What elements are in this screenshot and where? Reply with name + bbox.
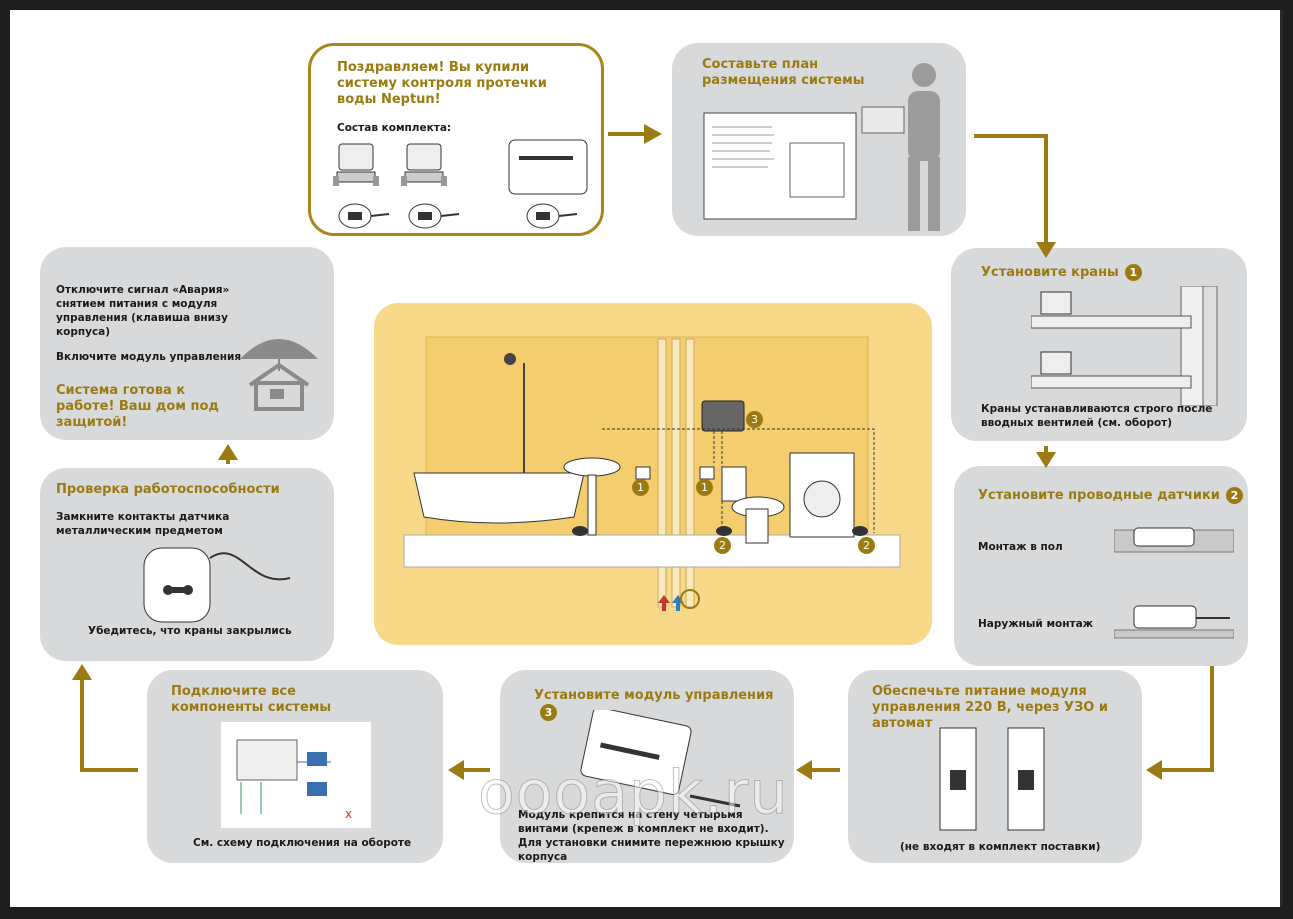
flow-arrows: [72, 124, 1214, 780]
arrow-down-icon: [974, 134, 1056, 258]
arrow-left-icon: [1146, 666, 1214, 780]
bathroom-scheme: 1 1 2 2 3: [374, 303, 932, 645]
bathroom-illustration: [403, 336, 901, 611]
step-connect-note: См. схему подключения на обороте: [193, 837, 412, 849]
house-umbrella-icon: [240, 339, 318, 411]
step-module-note: Модуль крепится на стену четырьмя винтам…: [518, 809, 785, 863]
step-sensors-label: Установите проводные датчики: [978, 488, 1220, 503]
step-congrats-title: Поздравляем! Вы купили систему контроля …: [337, 60, 547, 107]
step-number-badge: 1: [1124, 264, 1142, 281]
valve-icon: [333, 143, 379, 186]
center-label-valve-1: 1: [632, 479, 649, 496]
breaker-icon: [1007, 727, 1045, 831]
wiring-diagram-thumbnail: x: [221, 722, 371, 828]
sensor-icon: [852, 526, 868, 536]
step-power-note: (не входят в комплект поставки): [900, 841, 1101, 853]
plan-illustration: [703, 63, 940, 231]
step-power-title: Обеспечьте питание модуля управления 220…: [872, 684, 1108, 731]
step-ready: Отключите сигнал «Авария» снятием питани…: [40, 247, 334, 440]
floor-platform: [403, 534, 901, 568]
washing-machine-icon: [789, 452, 855, 538]
step-sensors: Установите проводные датчики 2 Монтаж в п…: [954, 466, 1248, 666]
step-ready-text1: Отключите сигнал «Авария» снятием питани…: [56, 284, 230, 338]
sensor-icon: [716, 526, 732, 536]
valve-icon: [401, 143, 447, 186]
bathtub-icon: [413, 472, 585, 524]
sensor-mount-illustration: [1114, 527, 1234, 639]
center-label-sensor-2: 2: [858, 537, 875, 554]
arrow-right-icon: [608, 124, 662, 144]
step-connect: Подключите все компоненты системы x См. …: [147, 670, 443, 863]
surface-mount-label: Наружный монтаж: [978, 618, 1094, 630]
step-check-text: Замкните контакты датчика металлическим …: [56, 511, 230, 537]
center-label-valve-2: 1: [696, 479, 713, 496]
step-valves-note: Краны устанавливаются строго после вводн…: [981, 403, 1213, 429]
step-power: Обеспечьте питание модуля управления 220…: [848, 670, 1142, 863]
sensor-icon: [408, 203, 460, 229]
step-number-badge: 2: [1225, 487, 1243, 504]
arrow-up-icon: [218, 444, 238, 464]
step-plan: Составьте план размещения системы: [672, 43, 966, 236]
step-congrats: Поздравляем! Вы купили систему контроля …: [308, 43, 604, 236]
step-module: Установите модуль управления3 Модуль кре…: [500, 670, 794, 863]
step-check-note: Убедитесь, что краны закрылись: [88, 625, 292, 637]
sensor-icon: [338, 203, 390, 229]
sensor-test-illustration: [143, 547, 291, 623]
center-label-module: 3: [746, 411, 763, 428]
shower-icon: [504, 353, 525, 479]
arrow-up-icon: [72, 664, 138, 772]
step-module-label: Установите модуль управления: [534, 688, 774, 703]
toilet-icon: [721, 466, 785, 544]
module-illustration: [580, 710, 741, 808]
valve-icon: [1031, 291, 1192, 329]
valve-icon: [1031, 351, 1192, 389]
kit-label: Состав комплекта:: [337, 122, 452, 134]
drain-arrow-icon: [680, 589, 700, 609]
control-module-icon: [701, 400, 745, 432]
floor-mount-label: Монтаж в пол: [978, 541, 1063, 553]
instruction-sheet: Поздравляем! Вы купили систему контроля …: [10, 10, 1283, 907]
step-connect-title: Подключите все компоненты системы: [171, 684, 332, 715]
step-sensors-title: Установите проводные датчики 2: [978, 487, 1243, 504]
person-icon: [861, 63, 940, 231]
watermark: oooapk.ru: [478, 758, 789, 829]
arrow-left-icon: [448, 760, 490, 780]
step-check: Проверка работоспособности Замкните конт…: [40, 468, 334, 661]
step-ready-text2: Включите модуль управления: [56, 351, 242, 363]
step-plan-title: Составьте план размещения системы: [702, 57, 865, 88]
arrow-left-icon: [796, 760, 840, 780]
kit-illustration: [333, 139, 588, 229]
arrow-down-icon: [1036, 446, 1056, 468]
center-label-sensor-1: 2: [714, 537, 731, 554]
svg-text:x: x: [345, 807, 352, 821]
control-module-icon: [508, 139, 588, 195]
step-valves: Установите краны 1 Краны устанавливаются …: [951, 248, 1247, 441]
sensor-icon: [526, 203, 578, 229]
sensor-icon: [572, 526, 588, 536]
step-module-title: Установите модуль управления3: [534, 688, 794, 721]
document-icon: [703, 112, 857, 220]
step-ready-final: Система готова к работе! Ваш дом под защ…: [56, 383, 219, 430]
sink-icon: [563, 457, 621, 536]
step-valves-label: Установите краны: [981, 265, 1119, 280]
step-valves-title: Установите краны 1: [981, 264, 1142, 281]
breaker-icon: [939, 727, 977, 831]
breakers-illustration: [939, 727, 1045, 831]
hot-water-arrow-icon: [658, 595, 670, 611]
step-number-badge: 3: [540, 704, 557, 721]
valves-illustration: [1031, 286, 1218, 406]
step-check-title: Проверка работоспособности: [56, 482, 280, 497]
